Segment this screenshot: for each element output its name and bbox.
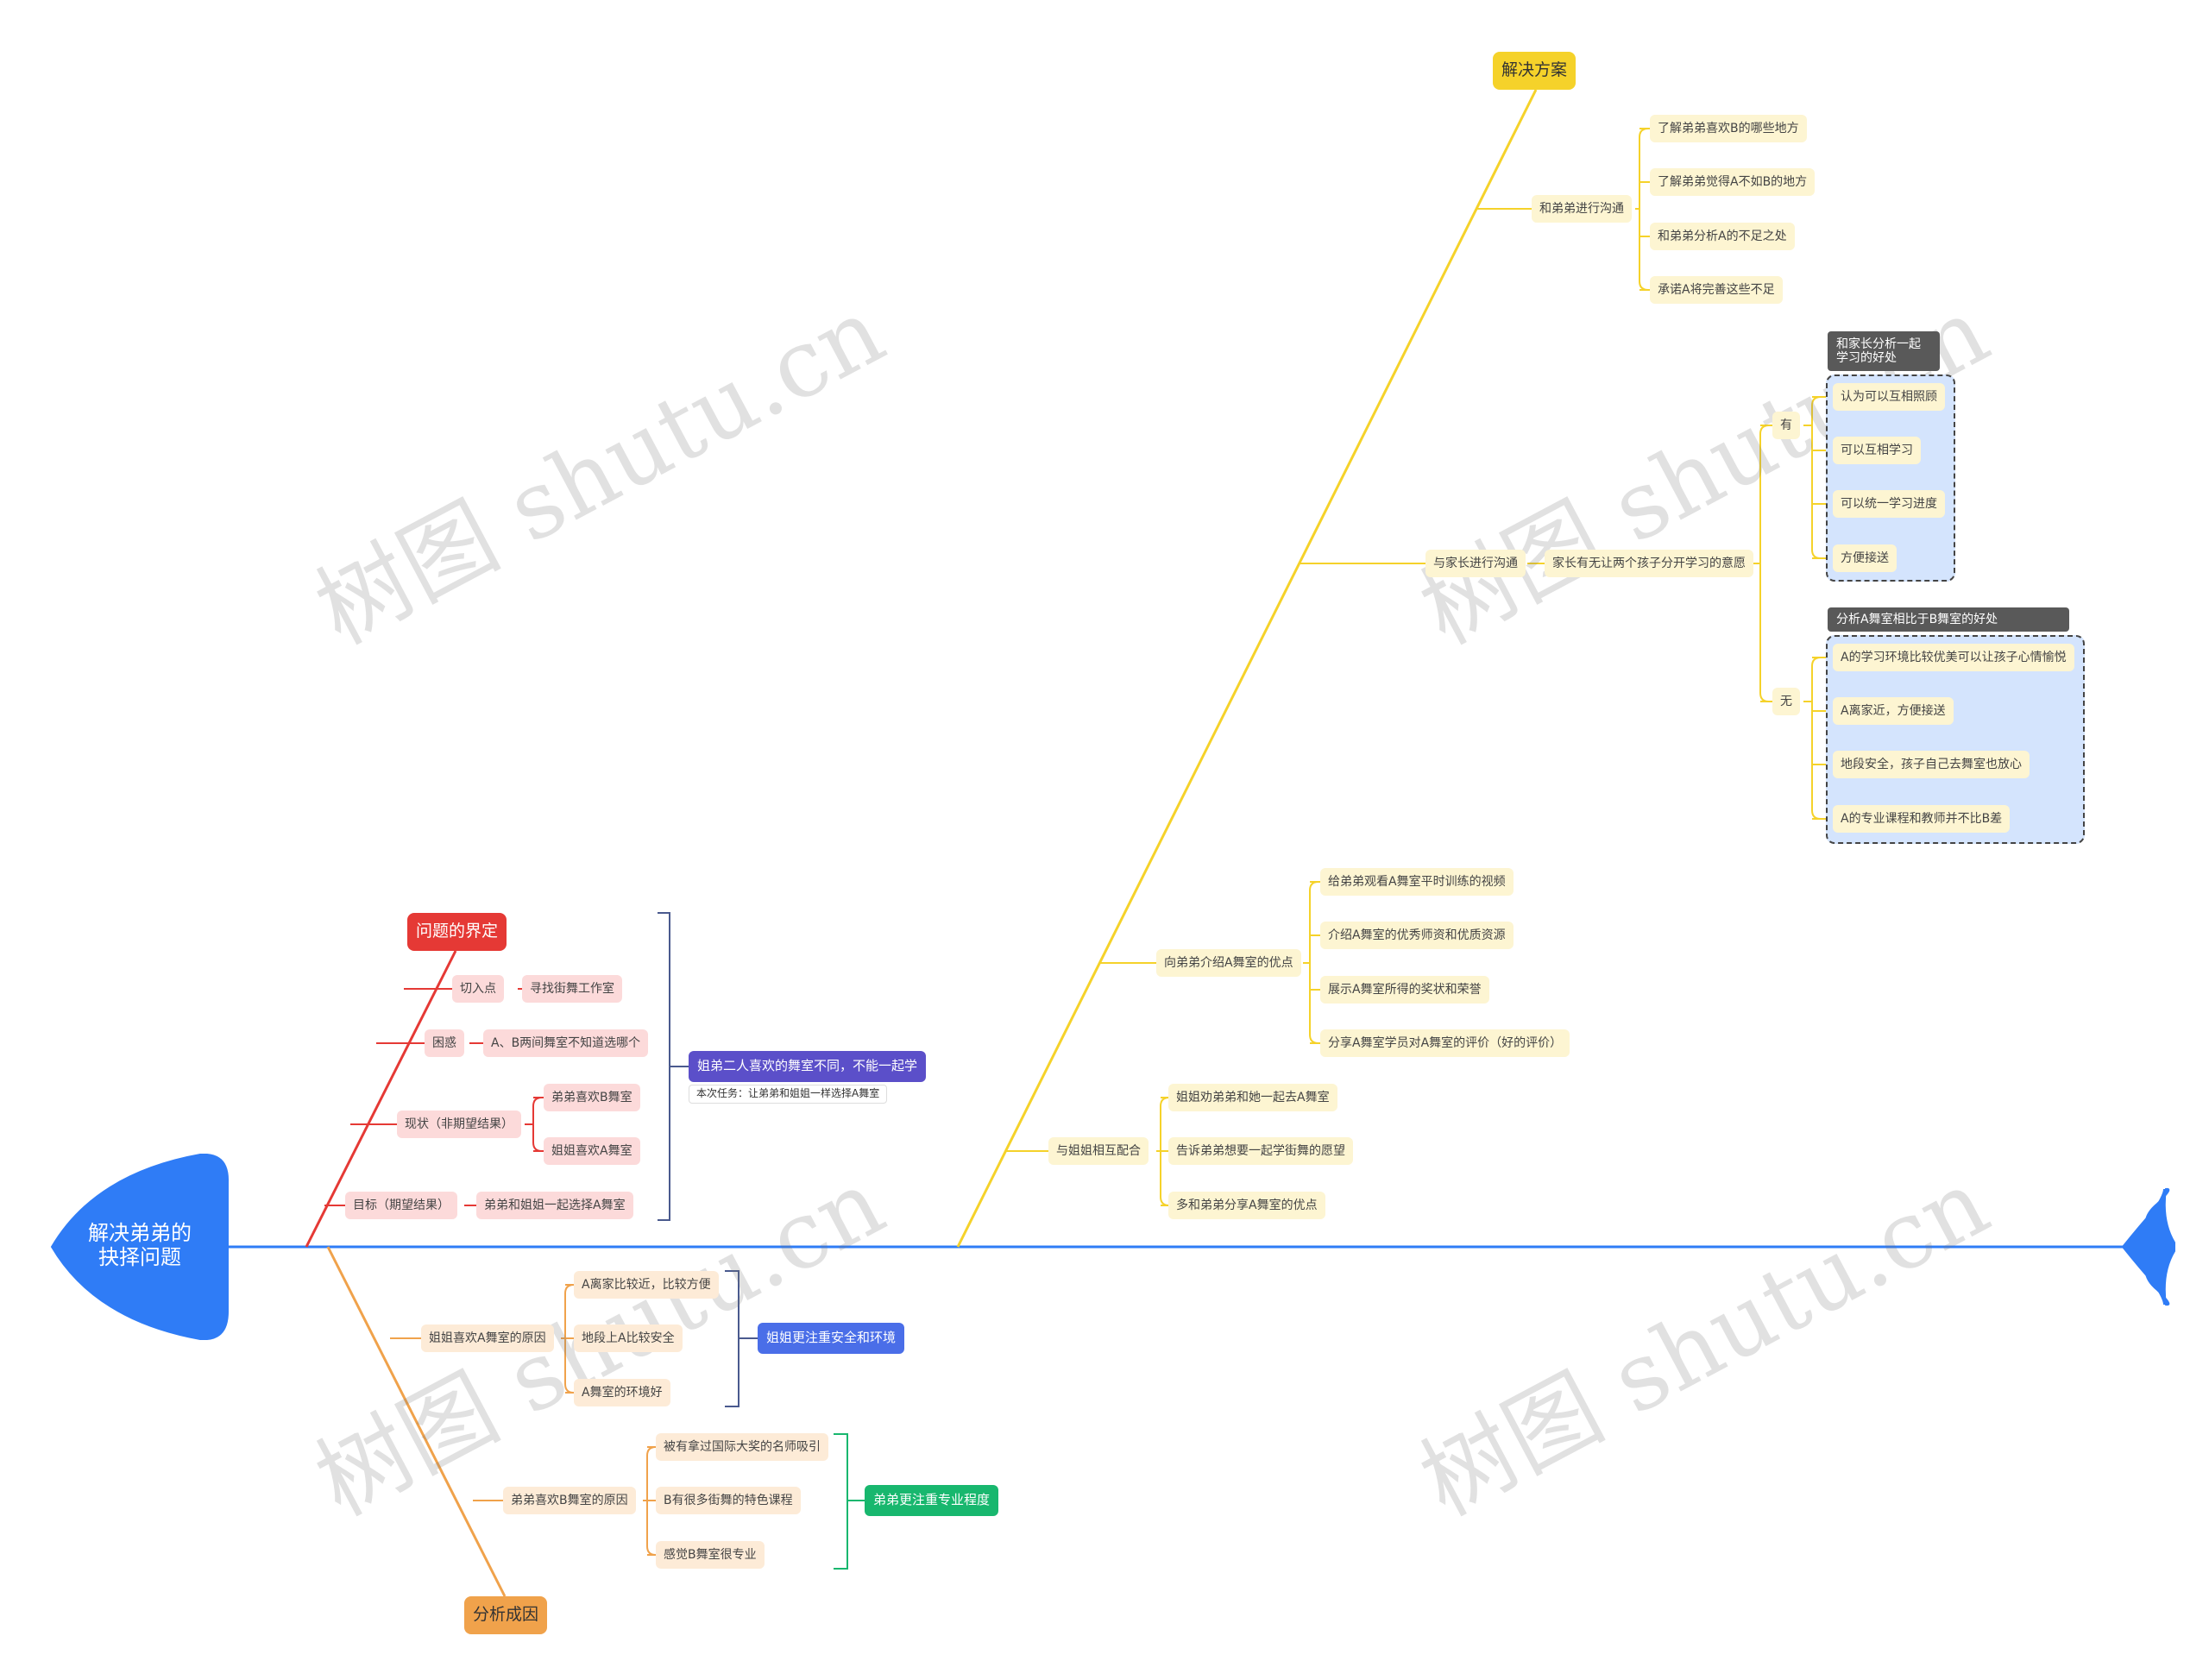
solution-category[interactable]: 解决方案 <box>1493 52 1577 90</box>
analysis-sister-summary[interactable]: 姐姐更注重安全和环境 <box>758 1323 905 1354</box>
problem-category[interactable]: 问题的界定 <box>407 913 507 951</box>
problem-row-label[interactable]: 现状（非期望结果） <box>397 1111 521 1138</box>
analysis-brother-summary[interactable]: 弟弟更注重专业程度 <box>865 1485 999 1516</box>
solution-brother-step[interactable]: 和弟弟分析A的不足之处 <box>1650 223 1795 250</box>
fork-curve <box>564 1383 575 1394</box>
fork-curve <box>564 1284 575 1294</box>
cooperate-item[interactable]: 姐姐劝弟弟和她一起去A舞室 <box>1168 1084 1337 1111</box>
solution-parents-question[interactable]: 家长有无让两个孩子分开学习的意愿 <box>1545 550 1753 577</box>
yes-group-title: 和家长分析一起 学习的好处 <box>1828 331 1940 371</box>
solution-cooperate-label[interactable]: 与姐姐相互配合 <box>1048 1137 1149 1165</box>
cooperate-item[interactable]: 告诉弟弟想要一起学街舞的愿望 <box>1168 1137 1353 1165</box>
problem-summary[interactable]: 姐弟二人喜欢的舞室不同，不能一起学 <box>689 1051 927 1082</box>
solution-introduce-label[interactable]: 向弟弟介绍A舞室的优点 <box>1156 949 1301 977</box>
solution-brother-step[interactable]: 了解弟弟觉得A不如B的地方 <box>1650 168 1816 196</box>
analysis-bone <box>326 1246 507 1597</box>
parents-yes-label[interactable]: 有 <box>1772 412 1800 439</box>
problem-row-label[interactable]: 目标（期望结果） <box>345 1192 457 1219</box>
fork-curve <box>1639 280 1649 291</box>
introduce-item[interactable]: 给弟弟观看A舞室平时训练的视频 <box>1320 868 1514 896</box>
yes-benefit[interactable]: 可以互相学习 <box>1833 437 1921 464</box>
problem-row-child[interactable]: 弟弟和姐姐一起选择A舞室 <box>476 1192 633 1219</box>
analysis-sister-label[interactable]: 姐姐喜欢A舞室的原因 <box>421 1324 554 1352</box>
fork-curve <box>1811 657 1822 667</box>
solution-brother-step[interactable]: 了解弟弟喜欢B的哪些地方 <box>1650 115 1807 142</box>
analysis-sister-reason[interactable]: A离家比较近，比较方便 <box>574 1271 719 1299</box>
fork-curve <box>1811 396 1822 406</box>
analysis-brother-reason[interactable]: 感觉B舞室很专业 <box>656 1541 765 1569</box>
fork-curve <box>646 1545 657 1556</box>
analysis-brother-bracket <box>834 1433 848 1570</box>
problem-row-child[interactable]: 姐姐喜欢A舞室 <box>544 1137 640 1165</box>
introduce-item[interactable]: 介绍A舞室的优秀师资和优质资源 <box>1320 922 1514 949</box>
analysis-brother-reason[interactable]: B有很多街舞的特色课程 <box>656 1487 801 1514</box>
fork-curve <box>1309 1034 1319 1044</box>
fork-curve <box>1639 128 1649 138</box>
no-group-title: 分析A舞室相比于B舞室的好处 <box>1828 607 2069 632</box>
cooperate-item[interactable]: 多和弟弟分享A舞室的优点 <box>1168 1192 1325 1219</box>
yes-benefit[interactable]: 认为可以互相照顾 <box>1833 383 1945 411</box>
problem-row-child[interactable]: 弟弟喜欢B舞室 <box>544 1084 640 1111</box>
root-topic[interactable]: 解决弟弟的 抉择问题 <box>88 1221 192 1269</box>
analysis-brother-reason[interactable]: 被有拿过国际大奖的名师吸引 <box>656 1433 828 1461</box>
problem-bracket <box>658 912 670 1221</box>
analysis-category[interactable]: 分析成因 <box>464 1596 548 1634</box>
introduce-item[interactable]: 展示A舞室所得的奖状和荣誉 <box>1320 976 1489 1004</box>
fork-curve <box>1309 881 1319 891</box>
introduce-item[interactable]: 分享A舞室学员对A舞室的评价（好的评价） <box>1320 1029 1570 1057</box>
problem-row-child[interactable]: 寻找街舞工作室 <box>522 975 622 1003</box>
solution-parents-label[interactable]: 与家长进行沟通 <box>1425 550 1526 577</box>
problem-bone <box>305 950 457 1248</box>
analysis-sister-reason[interactable]: 地段上A比较安全 <box>574 1324 683 1352</box>
no-advantage[interactable]: 地段安全，孩子自己去舞室也放心 <box>1833 751 2030 778</box>
problem-row-child[interactable]: A、B两间舞室不知道选哪个 <box>483 1029 649 1057</box>
parents-no-label[interactable]: 无 <box>1772 688 1800 715</box>
fork-curve <box>646 1446 657 1457</box>
no-advantage[interactable]: A的专业课程和教师并不比B差 <box>1833 805 2011 833</box>
problem-summary-note: 本次任务：让弟弟和姐姐一样选择A舞室 <box>689 1085 888 1104</box>
yes-benefit[interactable]: 方便接送 <box>1833 544 1897 572</box>
analysis-sister-bracket <box>725 1270 739 1407</box>
fork-curve <box>532 1097 543 1107</box>
solution-brother-step[interactable]: 承诺A将完善这些不足 <box>1650 276 1783 304</box>
no-advantage[interactable]: A离家近，方便接送 <box>1833 697 1954 725</box>
analysis-brother-label[interactable]: 弟弟喜欢B舞室的原因 <box>503 1487 636 1514</box>
fishbone-head <box>50 1154 230 1340</box>
fork-curve <box>1759 425 1770 435</box>
fork-curve <box>1811 809 1822 820</box>
no-advantage[interactable]: A的学习环境比较优美可以让孩子心情愉悦 <box>1833 644 2074 671</box>
solution-bone <box>956 89 1538 1248</box>
yes-benefit[interactable]: 可以统一学习进度 <box>1833 490 1945 518</box>
problem-row-label[interactable]: 切入点 <box>452 975 504 1003</box>
fork-curve <box>532 1142 543 1152</box>
fishbone-tail <box>2121 1188 2165 1306</box>
fork-curve <box>1759 692 1770 702</box>
problem-row-label[interactable]: 困惑 <box>425 1029 464 1057</box>
analysis-sister-reason[interactable]: A舞室的环境好 <box>574 1379 670 1406</box>
solution-brother-label[interactable]: 和弟弟进行沟通 <box>1532 195 1632 223</box>
fork-curve <box>1811 549 1822 559</box>
